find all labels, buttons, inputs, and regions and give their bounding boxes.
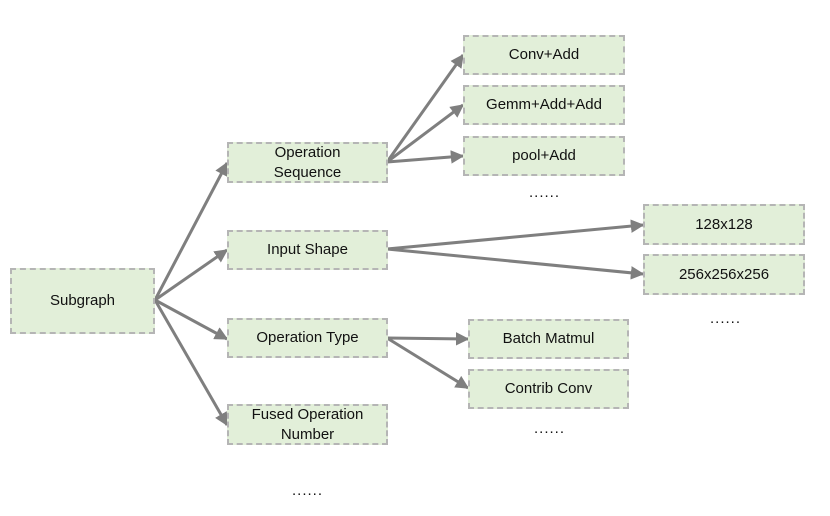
ellipsis-category: ...... xyxy=(292,482,324,499)
edge-input-shape-to-128 xyxy=(386,219,645,251)
edge-type-to-contrib-conv xyxy=(386,336,470,390)
ellipsis-sequence: ...... xyxy=(529,184,561,201)
node-operation-type: Operation Type xyxy=(227,318,388,358)
node-subgraph: Subgraph xyxy=(10,268,155,334)
edge-sequence-to-gemm-add-add xyxy=(386,103,465,164)
ellipsis-type: ...... xyxy=(534,420,566,437)
node-contrib-conv: Contrib Conv xyxy=(468,369,629,409)
node-gemm-add-add: Gemm+Add+Add xyxy=(463,85,625,125)
node-pool-add: pool+Add xyxy=(463,136,625,176)
node-batch-matmul: Batch Matmul xyxy=(468,319,629,359)
edge-subgraph-to-input-shape xyxy=(154,248,229,302)
node-conv-add: Conv+Add xyxy=(463,35,625,75)
edge-sequence-to-conv-add xyxy=(385,53,465,163)
node-shape-256x256x256: 256x256x256 xyxy=(643,254,805,295)
node-operation-sequence: Operation Sequence xyxy=(227,142,388,183)
edge-subgraph-to-fused-operation-number xyxy=(153,299,229,427)
node-input-shape: Input Shape xyxy=(227,230,388,270)
node-fused-operation-number: Fused Operation Number xyxy=(227,404,388,445)
edge-input-shape-to-256 xyxy=(386,247,645,280)
edge-sequence-to-pool-add xyxy=(386,150,465,164)
edge-subgraph-to-operation-sequence xyxy=(153,161,229,301)
edge-type-to-batch-matmul xyxy=(386,332,470,346)
edge-subgraph-to-operation-type xyxy=(154,298,229,341)
node-shape-128x128: 128x128 xyxy=(643,204,805,245)
ellipsis-shape: ...... xyxy=(710,310,742,327)
